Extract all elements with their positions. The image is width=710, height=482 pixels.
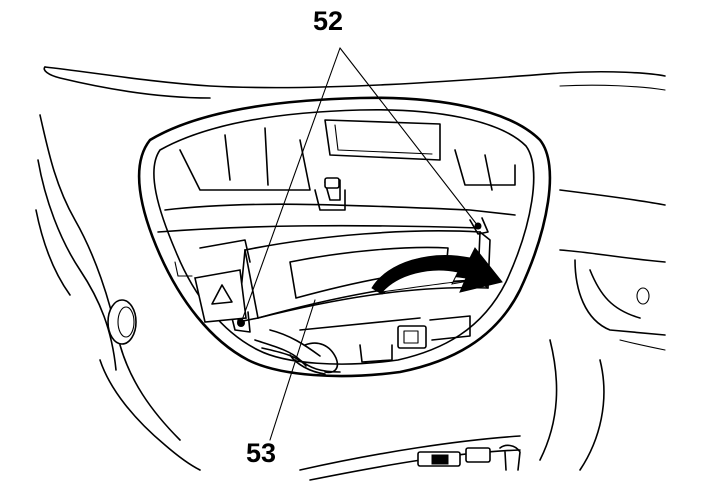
removal-arrow xyxy=(371,247,503,295)
leader-line-53 xyxy=(269,299,316,441)
hazard-switch xyxy=(174,239,251,323)
callout-label-53: 53 xyxy=(246,438,277,468)
dashboard-right-side xyxy=(539,189,666,471)
cavity-upper-structure xyxy=(157,119,516,233)
callout-label-52: 52 xyxy=(313,6,344,36)
dashboard-top-contour xyxy=(43,66,666,99)
dashboard-left-side xyxy=(35,114,201,471)
radio-opening-bezel xyxy=(137,96,552,378)
leader-lines-52 xyxy=(240,47,479,324)
lower-console xyxy=(299,435,521,481)
wiring-harness xyxy=(254,315,471,375)
